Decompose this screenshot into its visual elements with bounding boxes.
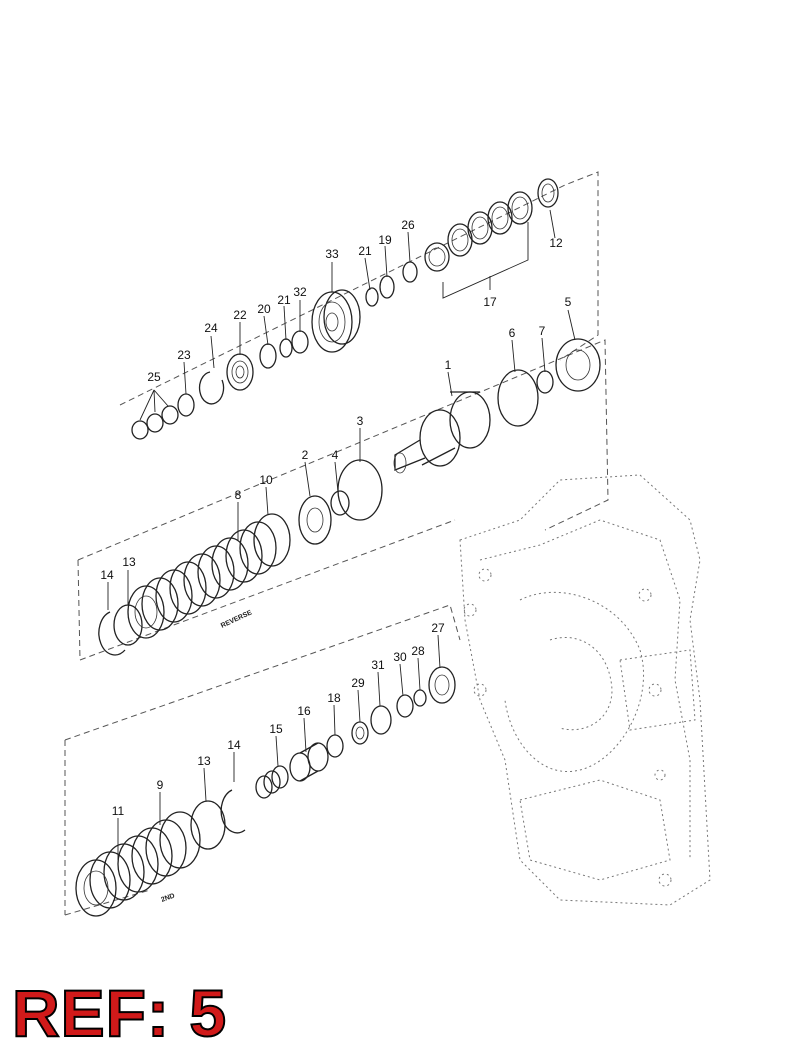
- part-5: [555, 338, 601, 392]
- middle-row-parts: REVERSE: [98, 338, 601, 656]
- callout-22: 22: [233, 308, 247, 322]
- part-2: [298, 495, 332, 545]
- part-6: [497, 369, 539, 427]
- callout-21-mid: 21: [277, 293, 291, 307]
- callout-27: 27: [431, 621, 445, 635]
- callout-14-bottom: 14: [227, 738, 241, 752]
- group-outlines: [64, 171, 609, 916]
- clutch-pack-2nd: [75, 811, 201, 917]
- part-23: [177, 393, 195, 417]
- part-33-gear: [311, 289, 361, 353]
- callout-26: 26: [401, 218, 415, 232]
- callout-12: 12: [549, 236, 563, 250]
- callout-21-top: 21: [358, 244, 372, 258]
- leader-lines: [107, 209, 576, 860]
- part-22-bearing: [226, 353, 254, 391]
- part-4: [330, 490, 350, 516]
- callout-32: 32: [293, 285, 307, 299]
- clutch-pack-reverse: [127, 513, 291, 639]
- callout-7: 7: [539, 324, 546, 338]
- part-21b: [279, 338, 293, 358]
- callout-labels: 12 17 26 19 21 33 32 21 20 22 24 23 25 5…: [100, 218, 571, 818]
- callout-5: 5: [565, 295, 572, 309]
- callout-9: 9: [157, 778, 164, 792]
- callout-23: 23: [177, 348, 191, 362]
- callout-8: 8: [235, 488, 242, 502]
- part-29: [351, 721, 369, 745]
- callout-6: 6: [509, 326, 516, 340]
- callout-33: 33: [325, 247, 339, 261]
- part-17-ring-stack: [424, 191, 533, 272]
- part-25-shims: [131, 405, 179, 440]
- callout-17: 17: [483, 295, 497, 309]
- top-row-parts: [131, 178, 559, 440]
- callout-10: 10: [259, 473, 273, 487]
- transmission-housing: [459, 474, 711, 906]
- part-3: [337, 459, 383, 521]
- part-1-drum: [393, 391, 491, 474]
- part-12: [537, 178, 559, 208]
- callout-3: 3: [357, 414, 364, 428]
- part-30: [396, 694, 414, 718]
- part-19: [379, 275, 395, 299]
- part-32: [291, 330, 309, 354]
- part-15-spring: [255, 765, 289, 799]
- part-13b: [190, 800, 226, 850]
- callout-11: 11: [112, 804, 125, 818]
- callout-14-mid: 14: [100, 568, 114, 582]
- part-16-sleeve: [289, 742, 329, 782]
- part-21a: [365, 287, 379, 307]
- callout-16: 16: [297, 704, 311, 718]
- callout-4: 4: [332, 448, 339, 462]
- callout-18: 18: [327, 691, 341, 705]
- part-14b: [220, 789, 246, 834]
- bottom-row-parts: 2ND: [75, 666, 456, 917]
- part-31: [370, 705, 392, 735]
- part-27-gear: [428, 666, 456, 704]
- part-20: [259, 343, 277, 369]
- part-26: [402, 261, 418, 283]
- callout-15: 15: [269, 722, 283, 736]
- part-14a: [98, 611, 126, 656]
- callout-28: 28: [411, 644, 425, 658]
- part-28: [413, 689, 427, 707]
- callout-24: 24: [204, 321, 218, 335]
- callout-1: 1: [445, 358, 452, 372]
- callout-31: 31: [371, 658, 385, 672]
- callout-20: 20: [257, 302, 271, 316]
- callout-30: 30: [393, 650, 407, 664]
- stamp-reverse: REVERSE: [220, 609, 254, 630]
- callout-19: 19: [378, 233, 392, 247]
- callout-13-mid: 13: [122, 555, 136, 569]
- part-7: [536, 370, 554, 394]
- callout-13-bottom: 13: [197, 754, 211, 768]
- stamp-2nd: 2ND: [160, 893, 176, 904]
- part-24: [198, 371, 225, 405]
- callout-2: 2: [302, 448, 309, 462]
- part-18: [326, 734, 344, 758]
- callout-29: 29: [351, 676, 365, 690]
- callout-25: 25: [147, 370, 161, 384]
- ref-label: REF: 5: [11, 976, 228, 1050]
